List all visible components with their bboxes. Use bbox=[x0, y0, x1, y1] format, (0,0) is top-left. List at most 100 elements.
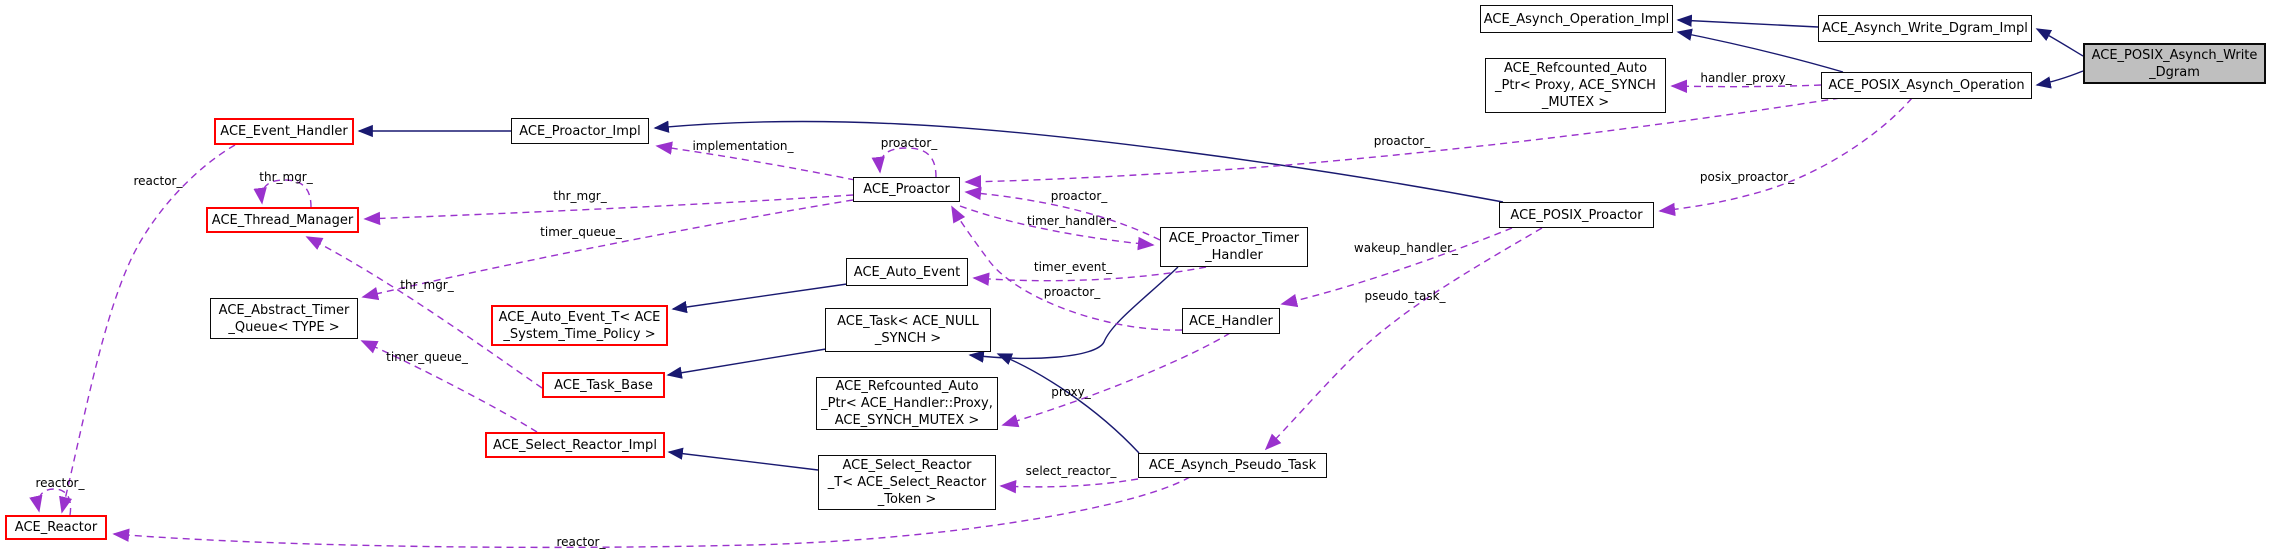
class-node-ace-asynch-write-dgram-impl[interactable]: ACE_Asynch_Write_Dgram_Impl bbox=[1818, 15, 2032, 42]
edge-usage-implementation bbox=[655, 141, 856, 181]
edge-label-reactor-evh: reactor_ bbox=[133, 174, 183, 188]
edge-usage-sri-timerqueue bbox=[360, 340, 538, 433]
edge-label-implementation: implementation_ bbox=[692, 139, 794, 153]
class-node-ace-proactor[interactable]: ACE_Proactor bbox=[853, 177, 960, 202]
class-node-ace-posix-asynch-write-dgram[interactable]: ACE_POSIX_Asynch_Write _Dgram bbox=[2083, 43, 2266, 84]
edge-label-proxy: proxy_ bbox=[1051, 385, 1091, 399]
class-name: _System_Time_Policy > bbox=[503, 326, 656, 342]
edge-usage-proactor-timerqueue bbox=[361, 199, 854, 301]
edge-label-thr-mgr-tbase: thr_mgr_ bbox=[400, 278, 454, 292]
edge-inherit-pao-aopimpl bbox=[1676, 28, 1844, 73]
class-name: ACE_Proactor bbox=[863, 182, 950, 197]
edge-inherit-pth-task bbox=[968, 266, 1179, 363]
edge-usage-wakeup-handler bbox=[1280, 227, 1513, 308]
edge-label-posix-proactor: posix_proactor_ bbox=[1699, 170, 1795, 184]
class-node-ace-abstract-timer-queue[interactable]: ACE_Abstract_Timer _Queue< TYPE > bbox=[210, 298, 358, 339]
class-name: ACE_Task_Base bbox=[554, 377, 653, 393]
class-node-ace-posix-proactor[interactable]: ACE_POSIX_Proactor bbox=[1499, 202, 1654, 228]
edge-label-proactor-pth: proactor_ bbox=[1050, 189, 1108, 203]
class-name: ACE_Refcounted_Auto bbox=[1503, 61, 1648, 76]
class-name: ACE_Asynch_Pseudo_Task bbox=[1148, 458, 1317, 473]
class-name: ACE_Asynch_Operation_Impl bbox=[1483, 11, 1670, 27]
edge-inherit-aev-aevt bbox=[671, 283, 848, 314]
edge-label-reactor-self: reactor_ bbox=[35, 476, 85, 490]
edge-inherit-apt-task bbox=[996, 353, 1140, 454]
class-node-ace-thread-manager[interactable]: ACE_Thread_Manager bbox=[206, 207, 359, 233]
edge-label-timer-queue-proactor: timer_queue_ bbox=[540, 225, 622, 239]
edge-usage-proactor-self bbox=[871, 147, 937, 178]
edge-usage-proxy bbox=[1001, 332, 1231, 428]
class-node-ace-select-reactor-impl[interactable]: ACE_Select_Reactor_Impl bbox=[485, 432, 665, 458]
class-name: _Ptr< ACE_Handler::Proxy, bbox=[821, 396, 993, 411]
class-name: ACE_Select_Reactor bbox=[842, 458, 972, 473]
edge-inherit-srt-sri bbox=[667, 447, 819, 471]
edge-usage-select-reactor bbox=[999, 478, 1139, 494]
edge-usage-evh-reactor bbox=[59, 144, 236, 514]
edge-usage-proactor-thrmgr bbox=[363, 194, 854, 226]
class-name: ACE_Proactor_Timer bbox=[1168, 231, 1300, 246]
edge-label-proactor-self: proactor_ bbox=[880, 136, 938, 150]
edge-usage-reactor-self bbox=[29, 488, 72, 516]
edge-label-pseudo-task: pseudo_task_ bbox=[1364, 289, 1446, 303]
class-name: ACE_Asynch_Write_Dgram_Impl bbox=[1822, 21, 2028, 36]
edge-label-handler-proxy: handler_proxy_ bbox=[1700, 71, 1792, 85]
class-node-ace-proactor-impl[interactable]: ACE_Proactor_Impl bbox=[511, 118, 649, 144]
edge-inherit-task-tbase bbox=[666, 348, 827, 379]
class-name: ACE_POSIX_Proactor bbox=[1510, 207, 1643, 223]
edge-inherit-awdimpl-aopimpl bbox=[1676, 14, 1819, 28]
edge-usage-apt-reactor bbox=[112, 476, 1191, 549]
class-name: _Dgram bbox=[2149, 64, 2200, 80]
edge-inherit-pawd-awdimpl bbox=[2035, 28, 2084, 57]
class-name: ACE_Task< ACE_NULL bbox=[837, 314, 979, 329]
class-name: ACE_Auto_Event_T< ACE bbox=[498, 309, 661, 325]
class-name: _MUTEX > bbox=[1541, 95, 1610, 110]
class-name: ACE_Reactor bbox=[14, 520, 98, 535]
class-name: ACE_Event_Handler bbox=[220, 124, 348, 139]
edge-label-select-reactor: select_reactor_ bbox=[1025, 464, 1117, 478]
edge-label-proactor-pao: proactor_ bbox=[1373, 134, 1431, 148]
class-name: ACE_Abstract_Timer bbox=[218, 302, 350, 318]
class-name: _Queue< TYPE > bbox=[228, 319, 340, 335]
edge-label-timer-queue-sri: timer_queue_ bbox=[386, 350, 468, 364]
class-node-ace-asynch-pseudo-task[interactable]: ACE_Asynch_Pseudo_Task bbox=[1138, 453, 1327, 478]
class-name: ACE_SYNCH_MUTEX > bbox=[834, 413, 980, 428]
edge-usage-pth-proactor bbox=[964, 186, 1161, 241]
class-name: ACE_POSIX_Asynch_Operation bbox=[1828, 78, 2025, 93]
edge-usage-timer-event bbox=[972, 266, 1207, 286]
class-name: ACE_Proactor_Impl bbox=[519, 123, 641, 139]
class-node-ace-asynch-operation-impl[interactable]: ACE_Asynch_Operation_Impl bbox=[1480, 5, 1673, 33]
class-node-ace-proactor-timer-handler[interactable]: ACE_Proactor_Timer _Handler bbox=[1160, 227, 1308, 267]
class-node-ace-handler[interactable]: ACE_Handler bbox=[1182, 308, 1280, 334]
edge-label-wakeup-handler: wakeup_handler_ bbox=[1353, 241, 1459, 255]
edge-label-timer-handler: timer_handler_ bbox=[1027, 214, 1117, 228]
class-node-ace-auto-event[interactable]: ACE_Auto_Event bbox=[846, 258, 968, 286]
class-name: _SYNCH > bbox=[874, 331, 942, 346]
edge-inherit-pprox-pimpl bbox=[653, 120, 1504, 203]
class-name: _T< ACE_Select_Reactor bbox=[827, 475, 987, 490]
edge-usage-thrmgr-self bbox=[253, 179, 312, 208]
class-node-ace-posix-asynch-operation[interactable]: ACE_POSIX_Asynch_Operation bbox=[1821, 72, 2032, 99]
class-node-ace-auto-event-t[interactable]: ACE_Auto_Event_T< ACE _System_Time_Polic… bbox=[491, 305, 668, 346]
class-node-ace-event-handler[interactable]: ACE_Event_Handler bbox=[214, 118, 354, 145]
class-name: ACE_Thread_Manager bbox=[211, 212, 354, 228]
class-name: _Ptr< Proxy, ACE_SYNCH bbox=[1495, 78, 1656, 93]
class-name: ACE_Select_Reactor_Impl bbox=[493, 437, 657, 453]
class-node-ace-select-reactor-t[interactable]: ACE_Select_Reactor _T< ACE_Select_Reacto… bbox=[818, 455, 996, 510]
class-node-ace-task-base[interactable]: ACE_Task_Base bbox=[542, 372, 665, 398]
class-node-ace-task-null-synch[interactable]: ACE_Task< ACE_NULL _SYNCH > bbox=[825, 308, 991, 352]
edge-usage-hdl-proactor bbox=[951, 205, 1183, 331]
edge-label-timer-event: timer_event_ bbox=[1033, 260, 1113, 274]
edge-usage-timer-handler bbox=[959, 205, 1155, 251]
class-node-ace-refcounted-auto-ptr-proxy[interactable]: ACE_Refcounted_Auto _Ptr< Proxy, ACE_SYN… bbox=[1485, 58, 1666, 113]
class-name: ACE_Handler bbox=[1189, 313, 1273, 329]
edge-label-reactor-apt: reactor_ bbox=[556, 535, 606, 549]
class-node-ace-reactor[interactable]: ACE_Reactor bbox=[5, 515, 107, 540]
class-name: ACE_POSIX_Asynch_Write bbox=[2091, 47, 2258, 63]
edge-usage-handler-proxy bbox=[1670, 79, 1822, 94]
class-name: _Handler bbox=[1205, 248, 1263, 263]
class-node-ace-refcounted-auto-ptr-handler-proxy[interactable]: ACE_Refcounted_Auto _Ptr< ACE_Handler::P… bbox=[816, 377, 998, 430]
class-name: ACE_Auto_Event bbox=[853, 264, 961, 280]
edge-usage-tbase-thrmgr bbox=[305, 236, 543, 389]
